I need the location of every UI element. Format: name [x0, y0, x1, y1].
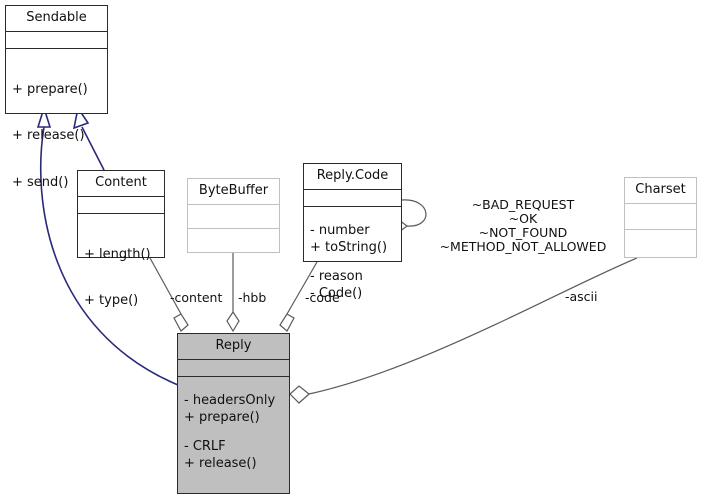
class-operations-reply-code: + toString() - Code() [304, 207, 401, 335]
edge-label-hbb: -hbb [238, 290, 267, 305]
class-title-charset: Charset [625, 178, 696, 204]
edge-label-ascii: -ascii [565, 289, 598, 304]
edge-label-content: -content [170, 290, 223, 305]
class-box-sendable[interactable]: Sendable + prepare() + release() + send(… [5, 5, 108, 190]
class-operations-content: + length() + type() [78, 214, 164, 342]
edge-label-code-constants: ~BAD_REQUEST ~OK ~NOT_FOUND ~METHOD_NOT_… [420, 184, 610, 268]
constant-item: ~NOT_FOUND [478, 225, 568, 240]
attribute-item: - reason [310, 269, 363, 284]
class-title-bytebuffer: ByteBuffer [188, 179, 279, 205]
operation-item: + prepare() [12, 81, 88, 97]
class-attributes-reply: - headersOnly - CRLF [178, 360, 289, 454]
class-operations-charset [625, 230, 696, 258]
class-operations-bytebuffer [188, 229, 279, 253]
class-box-charset[interactable]: Charset [624, 177, 697, 258]
operation-item: + prepare() [184, 409, 260, 425]
class-box-reply[interactable]: Reply - headersOnly - CRLF + prepare() +… [177, 333, 290, 494]
class-attributes-bytebuffer [188, 205, 279, 229]
constant-item: ~BAD_REQUEST [471, 197, 575, 212]
class-box-content[interactable]: Content + length() + type() [77, 170, 165, 308]
operation-item: - Code() [310, 286, 363, 301]
constant-item: ~METHOD_NOT_ALLOWED [439, 239, 607, 254]
operation-item: + release() [12, 128, 85, 143]
operation-item: + send() [12, 174, 69, 190]
class-title-sendable: Sendable [6, 6, 107, 32]
operation-item: + toString() [310, 239, 388, 255]
class-attributes-reply-code: - number - reason [304, 190, 401, 284]
class-box-reply-code[interactable]: Reply.Code - number - reason + toString(… [303, 163, 402, 301]
class-attributes-charset [625, 204, 696, 230]
class-title-reply: Reply [178, 334, 289, 360]
class-attributes-content [78, 197, 164, 214]
class-box-bytebuffer[interactable]: ByteBuffer [187, 178, 280, 253]
class-attributes-sendable [6, 32, 107, 49]
edge-label-code: -code [305, 290, 340, 305]
operation-item: + type() [84, 293, 139, 308]
operation-item: + release() [184, 456, 257, 471]
class-title-reply-code: Reply.Code [304, 164, 401, 190]
operation-item: + length() [84, 246, 151, 262]
attribute-item: - headersOnly [184, 392, 276, 408]
class-title-content: Content [78, 171, 164, 197]
class-operations-sendable: + prepare() + release() + send() [6, 49, 107, 224]
attribute-item: - CRLF [184, 439, 226, 454]
class-operations-reply: + prepare() + release() + send() ~ Reply… [178, 377, 289, 501]
constant-item: ~OK [508, 211, 538, 226]
attribute-item: - number [310, 222, 370, 238]
